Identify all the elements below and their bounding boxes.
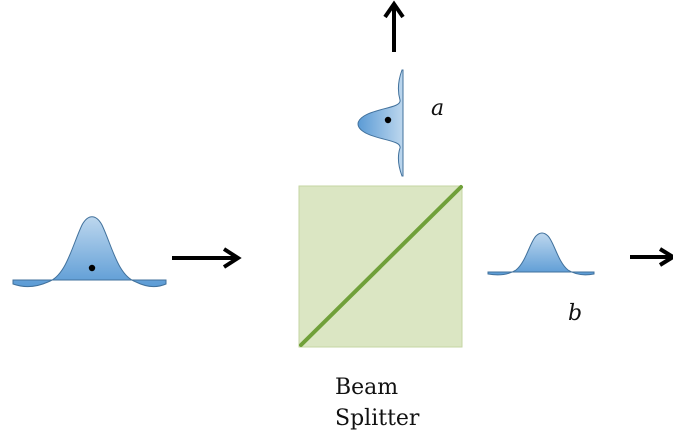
port-label-a: a bbox=[431, 96, 445, 121]
particle-dot bbox=[88, 264, 96, 272]
particle-dot bbox=[384, 116, 392, 124]
splitter-diagonal bbox=[299, 185, 463, 347]
reflected-wavepacket-icon bbox=[357, 69, 404, 177]
output-arrow-up-icon bbox=[383, 0, 405, 52]
caption-line-beam: Beam bbox=[335, 375, 399, 400]
input-wavepacket-icon bbox=[12, 216, 167, 288]
caption-line-splitter: Splitter bbox=[335, 406, 420, 431]
port-label-b: b bbox=[568, 301, 583, 326]
input-arrow-icon bbox=[172, 247, 242, 269]
output-arrow-right-icon bbox=[630, 247, 673, 267]
beam-splitter-cube bbox=[298, 185, 463, 348]
transmitted-wavepacket-icon bbox=[487, 232, 595, 276]
